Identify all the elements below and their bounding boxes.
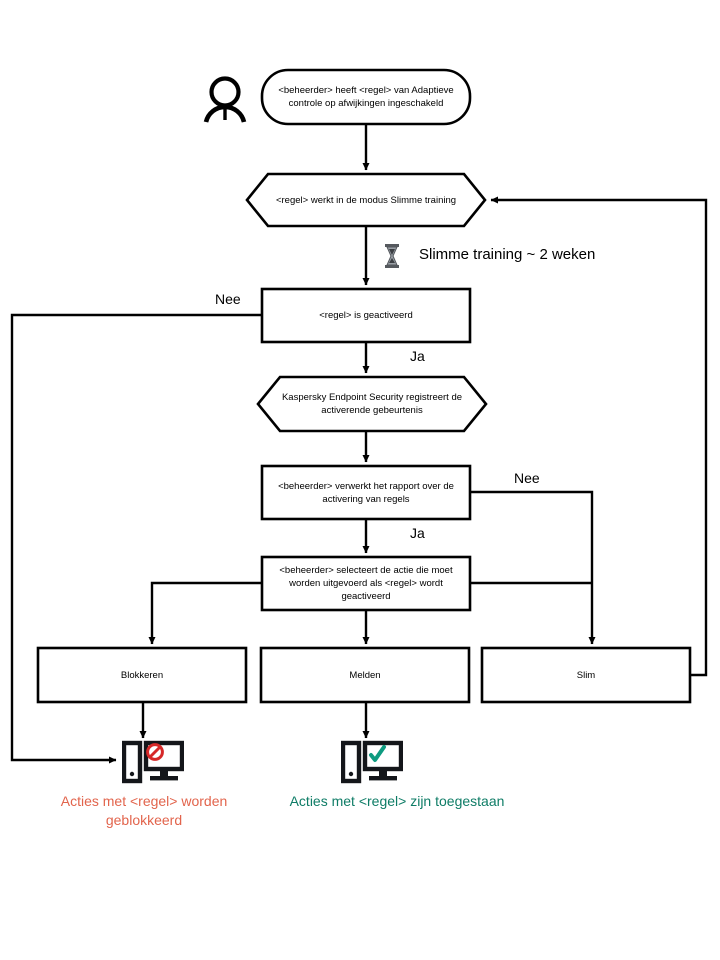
- person-icon: [203, 76, 247, 123]
- edge-label-yes-report-processed: Ja: [410, 525, 425, 541]
- edge-label-no-rule-triggered: Nee: [215, 291, 241, 307]
- node-rule-triggered-shape: [260, 287, 472, 344]
- edge-label-yes-rule-triggered: Ja: [410, 348, 425, 364]
- caption-blocked-outcome: Acties met <regel> worden geblokkeerd: [60, 793, 228, 828]
- monitor-allowed-icon: [340, 740, 404, 786]
- node-action-notify-shape: [259, 646, 471, 704]
- node-action-block-shape: [36, 646, 248, 704]
- node-admin-processes-report-shape: [260, 464, 472, 521]
- caption-allowed-outcome: Acties met <regel> zijn toegestaan: [289, 793, 505, 809]
- edge-label-no-report-processed: Nee: [514, 470, 540, 486]
- connector-report-no-to-smart-action: [470, 490, 596, 645]
- note-smart-training-duration: Slimme training ~ 2 weken: [419, 246, 596, 263]
- hourglass-icon: [381, 243, 403, 269]
- node-kes-registers-shape: [256, 375, 488, 433]
- node-admin-selects-action-shape: [260, 555, 472, 612]
- node-action-smart-shape: [480, 646, 692, 704]
- connector-rule-triggered-no-to-blocked: [10, 313, 262, 764]
- connector-smart-action-feedback-loop: [490, 196, 708, 677]
- node-smart-training-shape: [245, 172, 487, 228]
- node-start-shape: [260, 68, 472, 126]
- connector-select-action-to-block: [148, 581, 262, 645]
- monitor-blocked-icon: [121, 740, 185, 786]
